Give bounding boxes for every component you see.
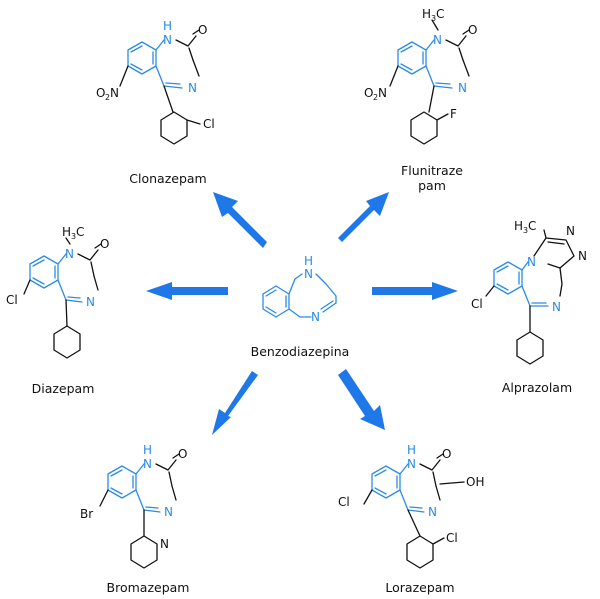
diazepam-n4: N	[86, 295, 95, 309]
flunitrazepam-h3: H	[422, 7, 431, 21]
bromazepam-n1: N	[143, 457, 152, 471]
benzodiazepina-structure: H N N	[262, 254, 337, 324]
bromazepam-nh-h: H	[143, 443, 152, 457]
flunitrazepam-h3-sub: 3	[431, 14, 436, 23]
diazepam-structure: H 3 C N O N Cl	[6, 225, 109, 359]
clonazepam-no2-n: N	[110, 86, 119, 100]
lorazepam-cl2: Cl	[446, 531, 458, 545]
clonazepam-no2-o: O	[96, 86, 105, 100]
bromazepam-n4: N	[164, 505, 173, 519]
alprazolam-n-a: N	[566, 224, 575, 238]
lorazepam-cl1: Cl	[338, 495, 350, 509]
bromazepam-pyridine-n: N	[160, 537, 169, 551]
diazepam-n1: N	[65, 247, 74, 261]
flunitrazepam-no2-o: O	[364, 86, 373, 100]
clonazepam-n1: N	[163, 33, 172, 47]
alprazolam-h3: H	[514, 219, 523, 233]
arrow-to-alprazolam	[372, 282, 458, 300]
alprazolam-n-c: N	[527, 255, 536, 269]
lorazepam-n4: N	[428, 505, 437, 519]
diazepam-h3-sub: 3	[71, 232, 76, 241]
flunitrazepam-h3-c: C	[436, 7, 444, 21]
alprazolam-h3-c: C	[528, 219, 536, 233]
benzodiazepina-label: Benzodiazepina	[251, 344, 350, 359]
bromazepam-o: O	[178, 447, 187, 461]
clonazepam-no2-sub: 2	[105, 93, 110, 102]
flunitrazepam-n4: N	[458, 81, 467, 95]
arrow-to-clonazepam	[213, 192, 267, 248]
alprazolam-n4: N	[552, 300, 561, 314]
flunitrazepam-structure: H 3 C N O N O 2 N F	[364, 7, 477, 145]
lorazepam-nh-h: H	[407, 443, 416, 457]
clonazepam-nh-h: H	[163, 19, 172, 33]
alprazolam-label: Alprazolam	[502, 380, 572, 395]
lorazepam-oh: OH	[466, 475, 484, 489]
clonazepam-label: Clonazepam	[129, 171, 206, 186]
lorazepam-n1: N	[407, 457, 416, 471]
flunitrazepam-label-line2: pam	[418, 178, 446, 193]
bromazepam-br: Br	[80, 507, 93, 521]
arrow-to-flunitrazepam	[338, 192, 389, 242]
benzodiazepina-nh-h: H	[304, 254, 313, 268]
diazepam-h3-c: C	[76, 225, 84, 239]
bromazepam-label: Bromazepam	[107, 580, 190, 595]
diazepam-o: O	[100, 237, 109, 251]
arrow-to-bromazepam	[212, 371, 258, 435]
alprazolam-h3-sub: 3	[523, 226, 528, 235]
clonazepam-o: O	[198, 23, 207, 37]
flunitrazepam-o: O	[468, 23, 477, 37]
clonazepam-cl: Cl	[203, 117, 215, 131]
clonazepam-structure: H N O N O 2 N Cl	[96, 19, 215, 145]
bromazepam-structure: H N O N Br N	[80, 443, 187, 569]
flunitrazepam-no2-sub: 2	[373, 93, 378, 102]
clonazepam-n4: N	[188, 81, 197, 95]
arrow-to-lorazepam	[338, 369, 385, 430]
lorazepam-structure: H N O OH N Cl Cl	[338, 443, 484, 569]
diazepam-h3: H	[62, 225, 71, 239]
flunitrazepam-no2-n: N	[378, 86, 387, 100]
alprazolam-structure: H 3 C N N N N Cl	[471, 219, 587, 365]
alprazolam-cl: Cl	[471, 297, 483, 311]
lorazepam-o: O	[442, 447, 451, 461]
lorazepam-label: Lorazepam	[385, 580, 454, 595]
alprazolam-n-b: N	[578, 249, 587, 263]
arrow-to-diazepam	[146, 282, 228, 300]
diazepam-label: Diazepam	[32, 381, 95, 396]
flunitrazepam-n1: N	[433, 33, 442, 47]
benzodiazepina-nh-n: N	[304, 267, 313, 281]
flunitrazepam-label-line1: Flunitraze	[401, 163, 463, 178]
flunitrazepam-f: F	[450, 107, 457, 121]
benzodiazepina-n: N	[311, 310, 320, 324]
diazepam-cl: Cl	[6, 293, 18, 307]
